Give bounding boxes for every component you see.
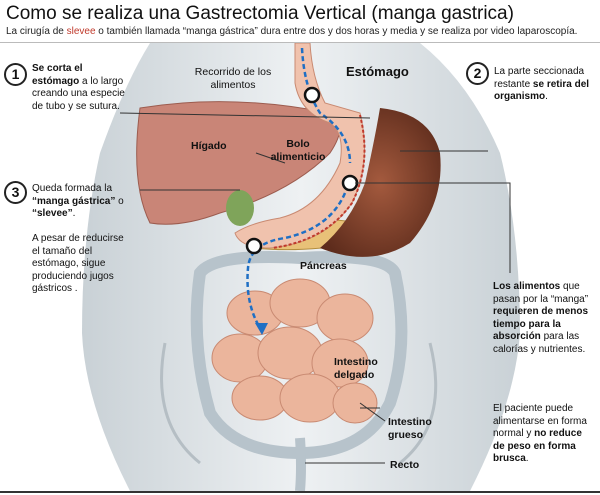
label-intestino-delgado: Intestino delgado (334, 356, 378, 381)
label-estomago: Estómago (346, 64, 409, 79)
food-path-arrow (246, 47, 352, 329)
step-2-text: La parte seccionada restante se retira d… (494, 66, 590, 104)
bottom-divider (0, 491, 600, 493)
step-1-bold: Se corta el estómago (32, 63, 83, 87)
subtitle-text: La cirugía de (6, 26, 67, 37)
label-higado: Hígado (191, 140, 227, 152)
marker-pancreas (245, 237, 263, 255)
side-p2-end: . (525, 453, 529, 464)
side-que-pasan: que pasan por la “manga” (493, 281, 589, 305)
step-2-badge: 2 (466, 62, 489, 85)
step-3-extra: A pesar de reducirse el tamaño del estóm… (32, 233, 124, 294)
marker-recorrido (303, 86, 321, 104)
side-p2-bold: no reduce de peso en forma brusca (493, 428, 582, 464)
label-bolo: Bolo alimenticio (270, 138, 326, 163)
label-recto: Recto (390, 459, 420, 471)
step-3-bold1: “manga gástrica” (32, 195, 116, 207)
subtitle-text-end: o también llamada “manga gástrica” dura … (95, 26, 578, 37)
liver-shape (136, 101, 341, 225)
step-2-rest: La parte seccionada restante (494, 66, 585, 90)
page-title: Como se realiza una Gastrectomia Vertica… (6, 3, 514, 24)
step-3-end: . (72, 208, 76, 219)
side-p2-pre: El paciente puede alimentarse en forma n… (493, 403, 587, 439)
pelvis-outline (160, 342, 438, 465)
label-intestino-grueso: Intestino grueso (388, 416, 432, 441)
arrowhead (255, 323, 268, 335)
side-bold-req: requieren de menos tiempo para la absorc… (493, 306, 589, 342)
side-note-absorption: Los alimentos que pasan por la “manga”re… (493, 281, 593, 356)
suture-line (271, 114, 366, 249)
marker-bolo (341, 174, 359, 192)
step-3-bold2: “slevee” (32, 208, 73, 219)
anatomy-illustration (82, 43, 520, 491)
side-rest: para las calorías y nutrientes. (493, 331, 586, 355)
label-pancreas: Páncreas (300, 260, 347, 272)
removed-stomach-shape (320, 108, 441, 257)
step-1-text: Se corta el estómago a lo largo creando … (32, 63, 130, 113)
step-1-badge: 1 (4, 63, 27, 86)
step-3-badge: 3 (4, 181, 27, 204)
side-note-weight: El paciente puede alimentarse en forma n… (493, 403, 593, 466)
step-3-pre: Queda formada la (32, 183, 113, 194)
small-intestine-shape (211, 278, 378, 424)
step-2-end: . (545, 91, 548, 102)
gallbladder-shape (226, 190, 254, 226)
side-bold-intro: Los alimentos (493, 281, 561, 292)
label-recorrido: Recorrido de los alimentos (194, 66, 272, 91)
step-1-rest: a lo largo creando una especie de tubo y… (32, 75, 125, 112)
page-subtitle: La cirugía de slevee o también llamada “… (6, 26, 577, 37)
large-intestine-shape (190, 251, 408, 460)
step-2-bold: se retira del organismo (494, 78, 590, 103)
leader-lines (119, 112, 511, 464)
subtitle-highlight: slevee (66, 26, 96, 37)
step-3-text: Queda formada la “manga gástrica” o “sle… (32, 183, 132, 221)
step-3-mid: o (115, 195, 124, 207)
rectum-shape (295, 437, 306, 491)
